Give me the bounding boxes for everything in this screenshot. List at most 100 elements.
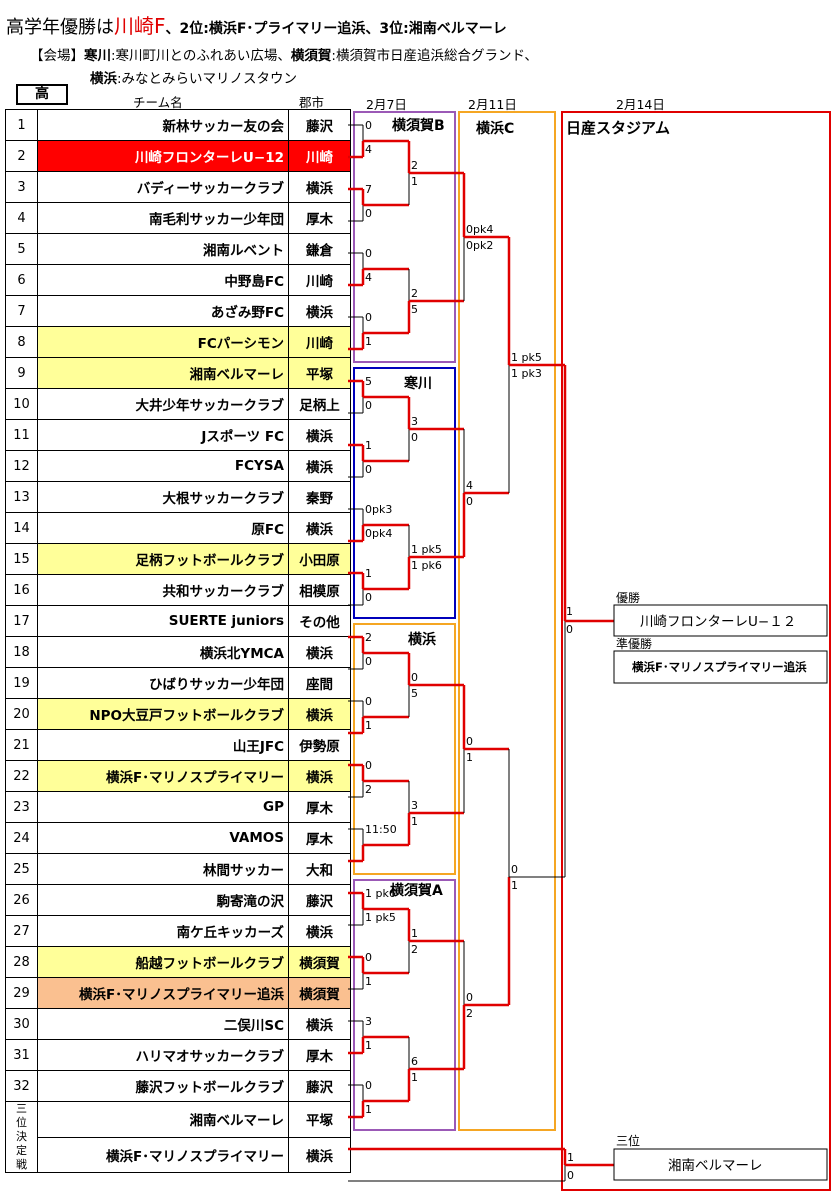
score-label: 1 bbox=[411, 1071, 418, 1084]
team-number: 4 bbox=[5, 202, 38, 234]
team-name: ひばりサッカー少年団 bbox=[37, 667, 289, 699]
team-name: ハリマオサッカークラブ bbox=[37, 1039, 289, 1071]
score-label: 11:50 bbox=[365, 823, 397, 836]
score-label: 1 pk5 bbox=[365, 911, 396, 924]
team-name: 駒寄滝の沢 bbox=[37, 884, 289, 916]
team-city: 平塚 bbox=[288, 357, 351, 389]
team-number: 19 bbox=[5, 667, 38, 699]
score-label: 1 bbox=[365, 335, 372, 348]
team-number: 24 bbox=[5, 822, 38, 854]
champion-label: 優勝 bbox=[616, 590, 640, 605]
venue-box-label: 横須賀A bbox=[390, 882, 443, 899]
team-name: 湘南ベルマーレ bbox=[37, 357, 289, 389]
score-label: 1 bbox=[566, 605, 573, 618]
header-date-1: 2月7日 bbox=[366, 97, 407, 112]
team-number: 7 bbox=[5, 295, 38, 327]
team-city: 横須賀 bbox=[288, 977, 351, 1009]
team-name: 林間サッカー bbox=[37, 853, 289, 885]
venue-box-yokohama-c bbox=[458, 111, 556, 1131]
venue-box-yokohama bbox=[353, 623, 456, 875]
score-label: 2 bbox=[411, 287, 418, 300]
score-label: 0 bbox=[365, 119, 372, 132]
score-label: 1 bbox=[365, 719, 372, 732]
score-label: 1 bbox=[567, 1151, 574, 1164]
team-number: 29 bbox=[5, 977, 38, 1009]
score-label: 0 bbox=[466, 991, 473, 1004]
team-name: 中野島FC bbox=[37, 264, 289, 296]
team-city: 藤沢 bbox=[288, 1070, 351, 1102]
score-label: 0 bbox=[365, 951, 372, 964]
team-city: 厚木 bbox=[288, 202, 351, 234]
score-label: 5 bbox=[411, 687, 418, 700]
team-number: 23 bbox=[5, 791, 38, 823]
team-city: 伊勢原 bbox=[288, 729, 351, 761]
score-label: 1 pk6 bbox=[411, 559, 442, 572]
team-name: 船越フットボールクラブ bbox=[37, 946, 289, 978]
score-label: 1 bbox=[365, 567, 372, 580]
score-label: 1 pk5 bbox=[511, 351, 542, 364]
score-label: 0 bbox=[365, 399, 372, 412]
third-place-city-2: 横浜 bbox=[288, 1136, 351, 1173]
score-label: 1 bbox=[365, 1103, 372, 1116]
venue-box-label: 横須賀B bbox=[392, 117, 445, 134]
venue-box-label: 横浜C bbox=[476, 120, 514, 137]
team-number: 10 bbox=[5, 388, 38, 420]
header-date-3: 2月14日 bbox=[616, 97, 665, 112]
team-city: 秦野 bbox=[288, 481, 351, 513]
champion-box bbox=[613, 604, 828, 637]
team-name: FCパーシモン bbox=[37, 326, 289, 358]
title-winner: 川崎F bbox=[114, 14, 166, 38]
team-number: 21 bbox=[5, 729, 38, 761]
score-label: 0 bbox=[567, 1169, 574, 1182]
grade-label: 高 bbox=[16, 84, 68, 105]
venue-box-nissan bbox=[561, 111, 831, 1191]
score-label: 0 bbox=[365, 655, 372, 668]
score-label: 0 bbox=[365, 695, 372, 708]
score-label: 2 bbox=[411, 159, 418, 172]
score-label: 2 bbox=[365, 783, 372, 796]
venue-samukawa: 寒川 bbox=[84, 48, 111, 64]
team-city: 川崎 bbox=[288, 264, 351, 296]
score-label: 0 bbox=[365, 463, 372, 476]
team-name: 新林サッカー友の会 bbox=[37, 109, 289, 141]
team-number: 17 bbox=[5, 605, 38, 637]
score-label: 1 bbox=[466, 751, 473, 764]
score-label: 5 bbox=[411, 303, 418, 316]
team-city: 横浜 bbox=[288, 171, 351, 203]
venue-box-label: 横浜 bbox=[408, 631, 436, 648]
team-name: 原FC bbox=[37, 512, 289, 544]
team-city: 横浜 bbox=[288, 915, 351, 947]
score-label: 0 bbox=[365, 207, 372, 220]
team-name: 藤沢フットボールクラブ bbox=[37, 1070, 289, 1102]
team-name: 大根サッカークラブ bbox=[37, 481, 289, 513]
team-name: 南ケ丘キッカーズ bbox=[37, 915, 289, 947]
venue-box-yokosuka-b bbox=[353, 111, 456, 363]
venue-line-2: 横浜:みなとみらいマリノスタウン bbox=[90, 67, 297, 87]
team-city: 横浜 bbox=[288, 512, 351, 544]
team-city: 厚木 bbox=[288, 822, 351, 854]
team-city: 横浜 bbox=[288, 295, 351, 327]
title-prefix: 高学年優勝は bbox=[6, 17, 114, 38]
third-place-label-text: 三位決定戦 bbox=[16, 1102, 27, 1171]
third-name: 湘南ベルマーレ bbox=[668, 1158, 763, 1174]
team-name: バディーサッカークラブ bbox=[37, 171, 289, 203]
venue-box-label: 寒川 bbox=[404, 375, 432, 392]
team-number: 13 bbox=[5, 481, 38, 513]
page-title: 高学年優勝は川崎F、2位:横浜F･プライマリー追浜、3位:湘南ベルマーレ bbox=[6, 10, 507, 39]
